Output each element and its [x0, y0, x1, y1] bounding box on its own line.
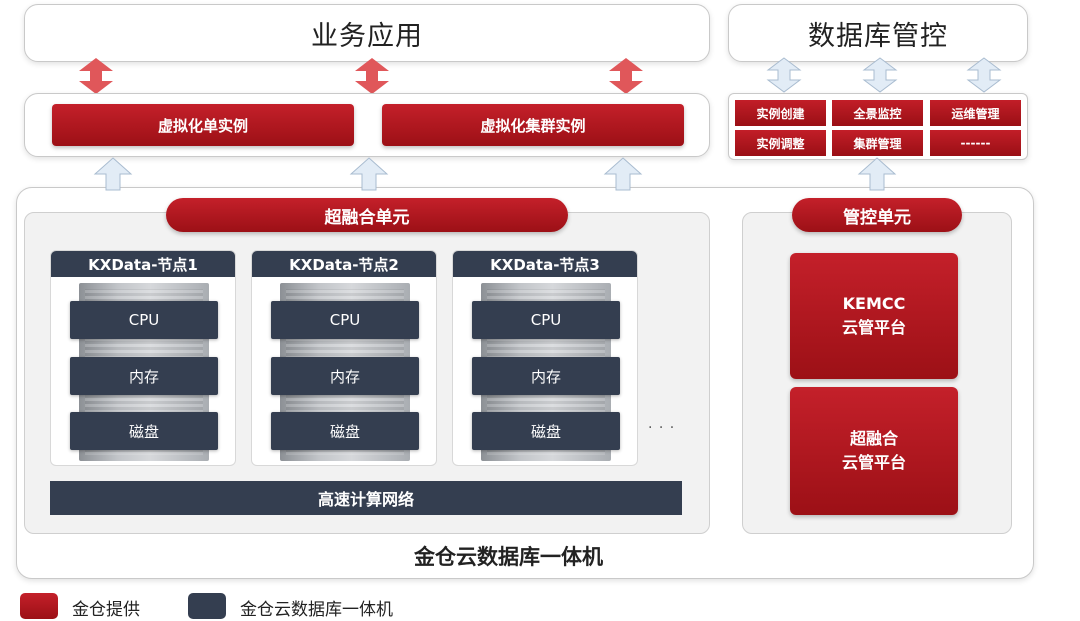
mgmt-panoramic-monitor-label: 全景监控 [853, 106, 902, 121]
node-memory-label-2: 内存 [329, 367, 360, 386]
up-arrow-2 [349, 157, 389, 191]
db-control-box: 数据库管控 [728, 4, 1028, 62]
legend-red-swatch [20, 593, 58, 619]
legend-red-label: 金仓提供 [72, 600, 140, 620]
mgmt-instance-create-label: 实例创建 [756, 106, 805, 121]
mgmt-panoramic-monitor: 全景监控 [832, 100, 923, 126]
kemcc-line2: 云管平台 [841, 318, 906, 337]
node-disk-label-3: 磁盘 [530, 422, 561, 441]
node-name-3: KXData-节点3 [490, 255, 600, 274]
node-cpu-label-2: CPU [329, 311, 361, 329]
mgmt-ops-management-label: 运维管理 [951, 106, 1000, 121]
legend-navy-label: 金仓云数据库一体机 [240, 600, 393, 620]
node-card-1: KXData-节点1 CPU 内存 磁盘 [50, 250, 236, 466]
node-card-3: KXData-节点3 CPU 内存 磁盘 [452, 250, 638, 466]
node-cpu-3: CPU [472, 301, 620, 339]
node-cpu-label-3: CPU [530, 311, 562, 329]
node-disk-2: 磁盘 [271, 412, 419, 450]
node-cpu-2: CPU [271, 301, 419, 339]
hyper-platform-line1: 超融合 [849, 429, 898, 448]
machine-label: 金仓云数据库一体机 [414, 545, 603, 569]
hyper-platform-line2: 云管平台 [841, 453, 906, 472]
red-double-arrow-1 [79, 58, 113, 94]
business-app-title: 业务应用 [311, 20, 423, 52]
db-control-title: 数据库管控 [808, 20, 948, 52]
mgmt-ops-management: 运维管理 [930, 100, 1021, 126]
node-disk-1: 磁盘 [70, 412, 218, 450]
red-double-arrow-3 [609, 58, 643, 94]
node-disk-3: 磁盘 [472, 412, 620, 450]
control-unit-title: 管控单元 [843, 207, 911, 228]
legend-navy-swatch [188, 593, 226, 619]
business-app-box: 业务应用 [24, 4, 710, 62]
up-arrow-4 [857, 157, 897, 191]
node-header-1: KXData-节点1 [51, 251, 235, 277]
node-card-2: KXData-节点2 CPU 内存 磁盘 [251, 250, 437, 466]
node-memory-2: 内存 [271, 357, 419, 395]
node-cpu-1: CPU [70, 301, 218, 339]
mgmt-instance-create: 实例创建 [735, 100, 826, 126]
control-unit-title-pill: 管控单元 [792, 198, 962, 232]
node-disk-label-1: 磁盘 [128, 422, 159, 441]
node-memory-3: 内存 [472, 357, 620, 395]
virtual-single-instance: 虚拟化单实例 [52, 104, 354, 146]
hyper-platform-block: 超融合 云管平台 [790, 387, 958, 515]
node-memory-label-3: 内存 [530, 367, 561, 386]
virtual-cluster-instance-label: 虚拟化集群实例 [480, 116, 586, 135]
node-disk-label-2: 磁盘 [329, 422, 360, 441]
mgmt-instance-adjust-label: 实例调整 [756, 136, 805, 151]
node-cpu-label-1: CPU [128, 311, 160, 329]
mgmt-instance-adjust: 实例调整 [735, 130, 826, 156]
nodes-ellipsis: · · · [648, 420, 676, 436]
mgmt-more: ------ [930, 130, 1021, 156]
network-label: 高速计算网络 [317, 490, 414, 509]
node-memory-label-1: 内存 [128, 367, 159, 386]
hyper-unit-title: 超融合单元 [324, 207, 410, 228]
node-memory-1: 内存 [70, 357, 218, 395]
kemcc-platform-block: KEMCC 云管平台 [790, 253, 958, 379]
kemcc-line1: KEMCC [842, 294, 906, 313]
red-double-arrow-2 [355, 58, 389, 94]
node-header-3: KXData-节点3 [453, 251, 637, 277]
node-name-1: KXData-节点1 [88, 255, 198, 274]
blue-double-arrow-2 [862, 57, 898, 93]
up-arrow-3 [603, 157, 643, 191]
node-header-2: KXData-节点2 [252, 251, 436, 277]
virtual-single-instance-label: 虚拟化单实例 [157, 116, 248, 135]
up-arrow-1 [93, 157, 133, 191]
hyper-unit-title-pill: 超融合单元 [166, 198, 568, 232]
network-bar: 高速计算网络 [50, 481, 682, 515]
blue-double-arrow-1 [766, 57, 802, 93]
blue-double-arrow-3 [966, 57, 1002, 93]
mgmt-more-label: ------ [960, 136, 991, 150]
virtual-cluster-instance: 虚拟化集群实例 [382, 104, 684, 146]
mgmt-cluster-management: 集群管理 [832, 130, 923, 156]
node-name-2: KXData-节点2 [289, 255, 399, 274]
mgmt-cluster-management-label: 集群管理 [853, 136, 902, 151]
